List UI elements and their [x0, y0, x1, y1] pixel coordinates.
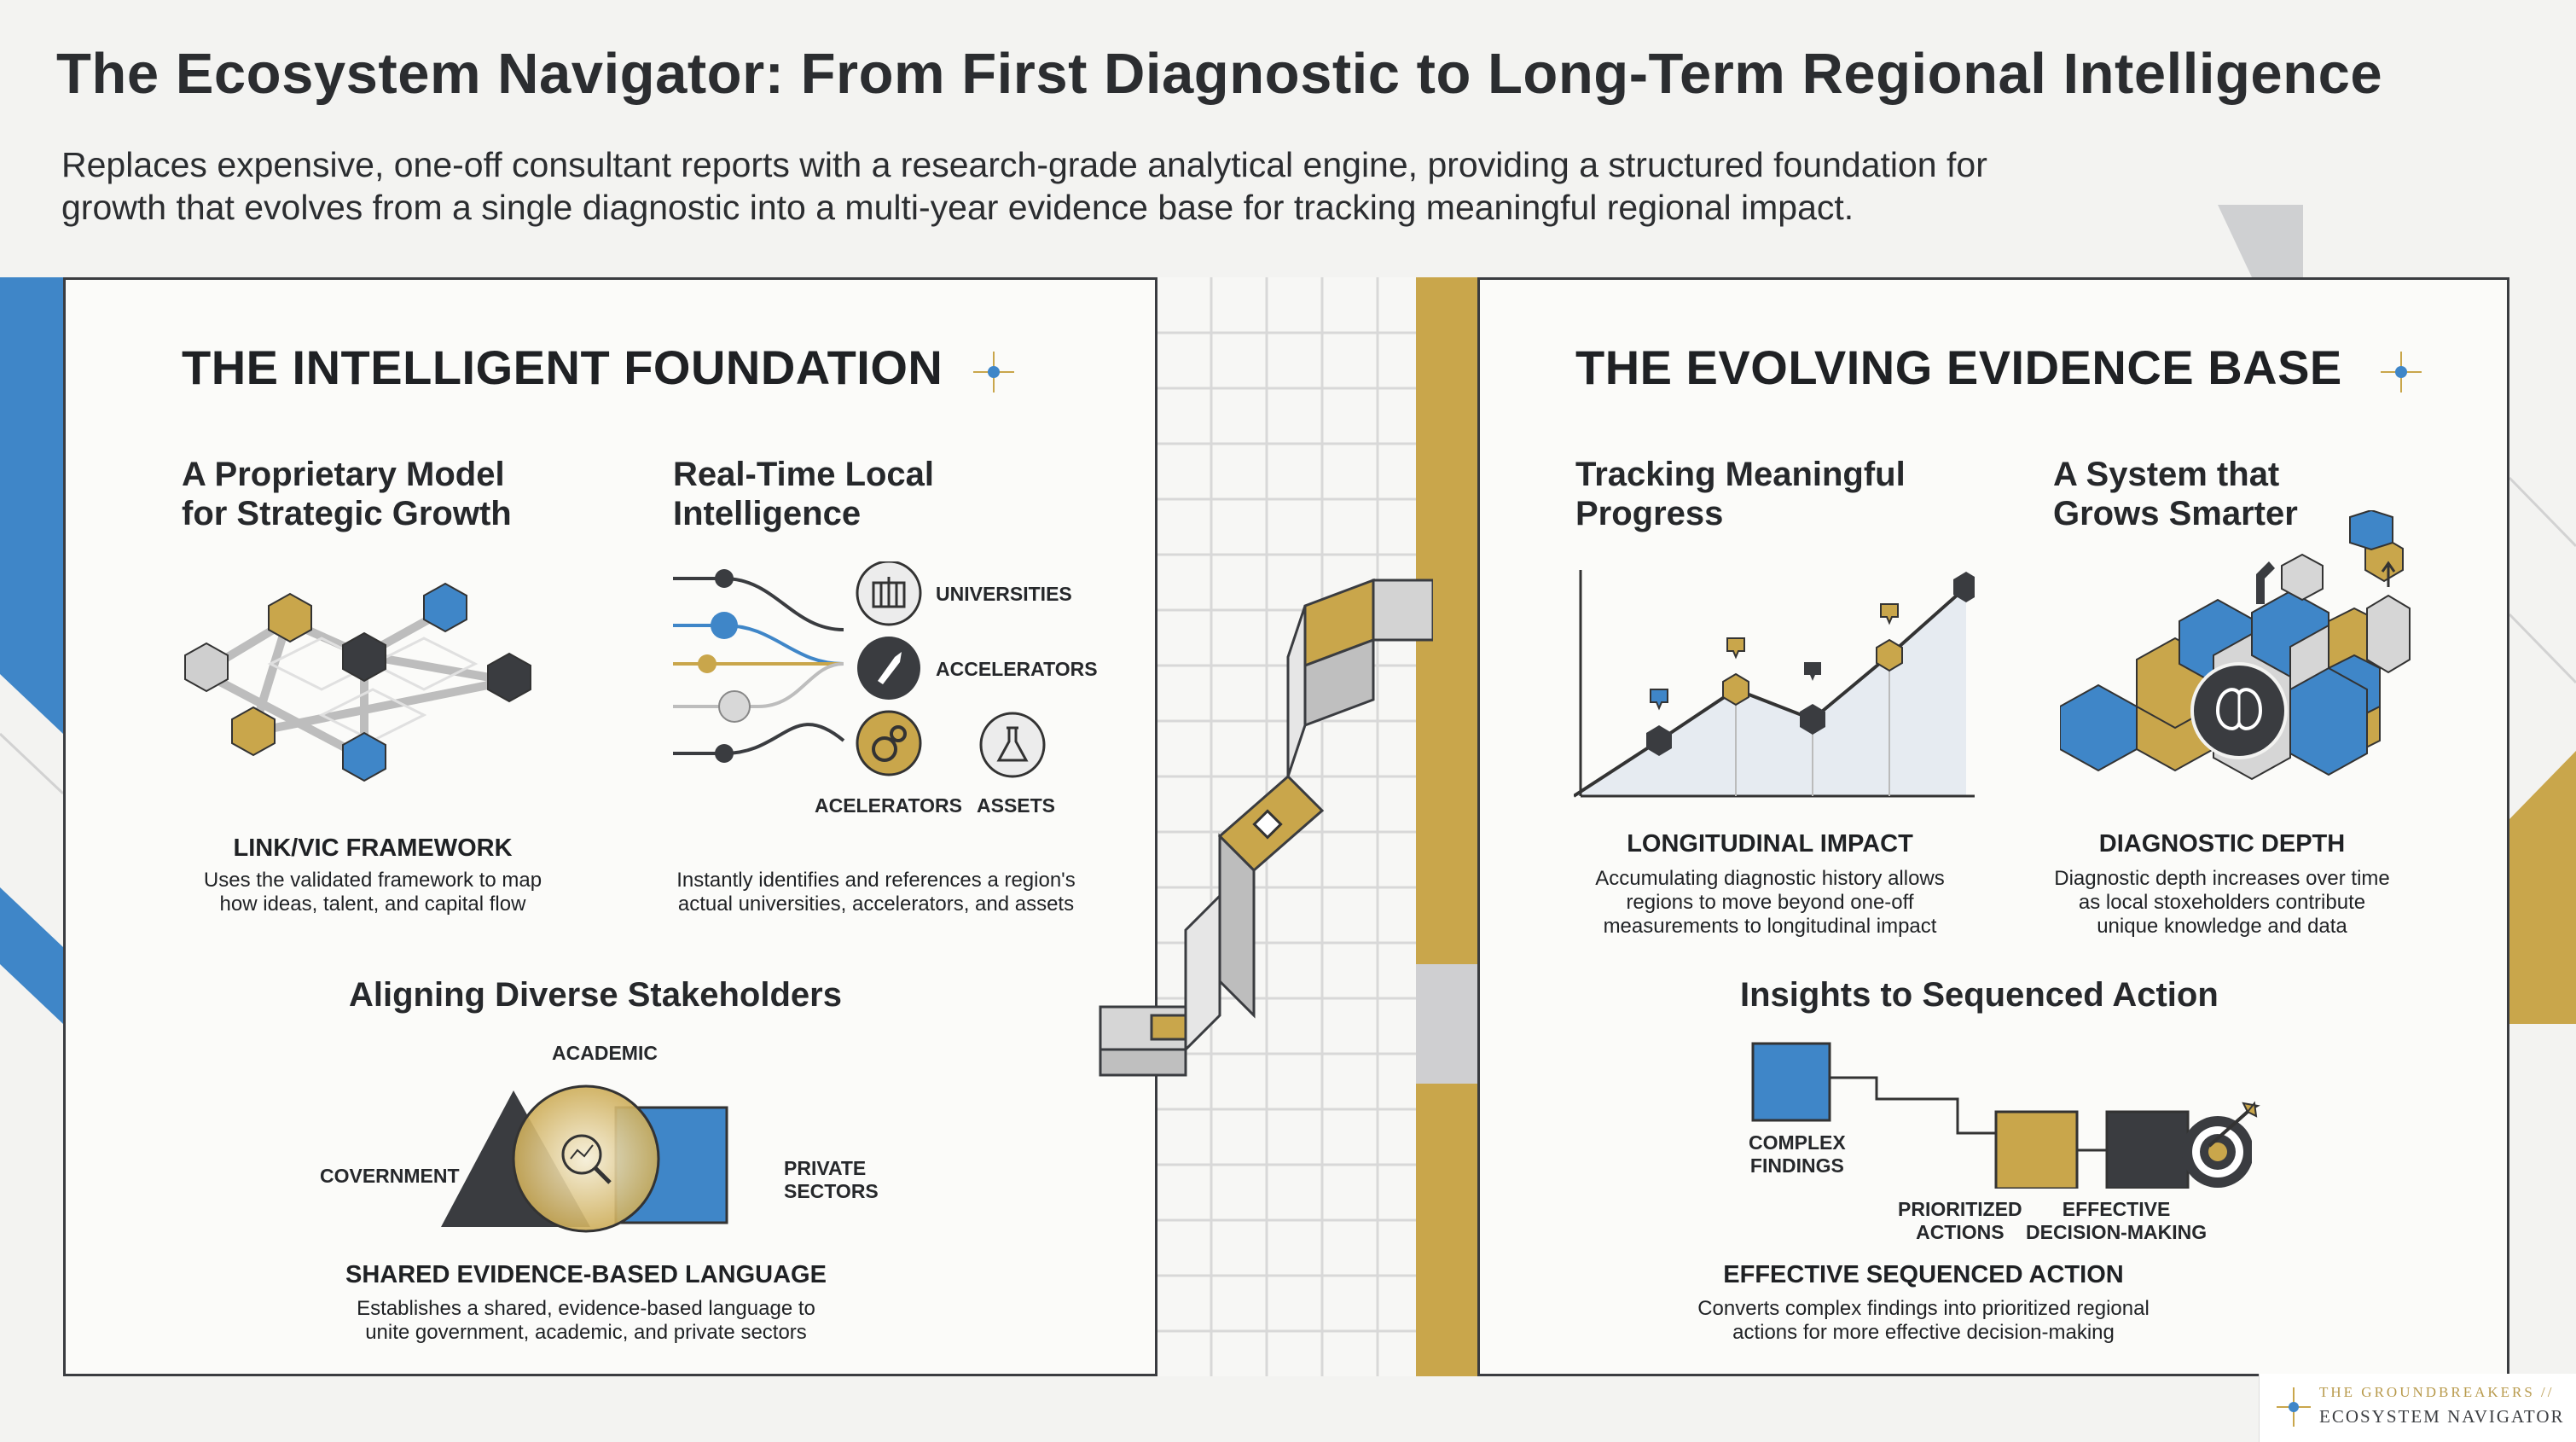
data-flow-illustration [673, 569, 845, 763]
page-subtitle: Replaces expensive, one-off consultant r… [61, 143, 2109, 229]
diagnostic-depth-description: Diagnostic depth increases over time as … [2054, 867, 2390, 938]
panel-title-left: THE INTELLIGENT FOUNDATION [182, 340, 943, 394]
brand-line-1: THE GROUNDBREAKERS // [2319, 1384, 2555, 1400]
target-arrow-icon [2208, 1101, 2260, 1148]
longitudinal-impact-description: Accumulating diagnostic history allows r… [1595, 867, 1945, 938]
label-prioritized-actions: PRIORITIZED ACTIONS [1898, 1198, 2022, 1243]
stakeholders-heading: Aligning Diverse Stakeholders [349, 976, 842, 1014]
intelligent-foundation-panel: THE INTELLIGENT FOUNDATION A Proprietary… [63, 277, 1157, 1376]
sparkle-icon [973, 352, 1014, 392]
tracking-progress-heading: Tracking Meaningful Progress [1575, 456, 1906, 532]
label-complex-findings: COMPLEX FINDINGS [1749, 1131, 1846, 1177]
knowledge-blocks-illustration [2060, 510, 2411, 781]
label-universities: UNIVERSITIES [936, 583, 1072, 605]
label-accelerators: ACCELERATORS [936, 658, 1098, 680]
shared-language-description: Establishes a shared, evidence-based lan… [357, 1297, 815, 1344]
flask-icon [979, 712, 1046, 778]
diagnostic-depth-caption: DIAGNOSTIC DEPTH [2098, 830, 2346, 858]
evolving-evidence-panel: THE EVOLVING EVIDENCE BASE Tracking Mean… [1477, 277, 2509, 1376]
grows-smarter-heading: A System that Grows Smarter [2053, 456, 2298, 532]
proprietary-model-heading: A Proprietary Model for Strategic Growth [182, 456, 512, 532]
label-private-sectors: PRIVATE SECTORS [784, 1157, 879, 1202]
subtitle-line-2: growth that evolves from a single diagno… [61, 188, 1854, 227]
link-vic-network-illustration [184, 582, 531, 782]
sequenced-action-caption: EFFECTIVE SEQUENCED ACTION [1723, 1261, 2124, 1288]
link-vic-description: Uses the validated framework to map how … [203, 869, 542, 916]
real-time-description: Instantly identifies and references a re… [676, 869, 1076, 916]
sequenced-action-description: Converts complex findings into prioritiz… [1697, 1297, 2150, 1344]
label-assets: ASSETS [977, 794, 1056, 817]
header: The Ecosystem Navigator: From First Diag… [56, 41, 2530, 107]
brand-line-2: ECOSYSTEM NAVIGATOR [2319, 1406, 2565, 1427]
sparkle-icon [2381, 352, 2422, 392]
longitudinal-impact-caption: LONGITUDINAL IMPACT [1627, 830, 1913, 858]
brand-logo: THE GROUNDBREAKERS // ECOSYSTEM NAVIGATO… [2259, 1374, 2576, 1442]
compass-logo-icon [2277, 1387, 2311, 1427]
subtitle-line-1: Replaces expensive, one-off consultant r… [61, 145, 1987, 184]
shared-language-caption: SHARED EVIDENCE-BASED LANGUAGE [345, 1261, 827, 1288]
action-sequence-flow-illustration [1751, 1042, 2252, 1189]
connecting-path-illustration [1099, 578, 1433, 1077]
label-academic: ACADEMIC [552, 1042, 658, 1064]
label-government: COVERNMENT [320, 1165, 460, 1187]
panel-title-right: THE EVOLVING EVIDENCE BASE [1575, 340, 2342, 394]
stakeholders-venn-illustration [441, 1084, 728, 1233]
label-effective-decision-making: EFFECTIVE DECISION-MAKING [2026, 1198, 2208, 1243]
longitudinal-impact-chart-illustration [1574, 570, 1975, 798]
label-acelerators: ACELERATORS [815, 794, 962, 817]
institution-nodes-illustration [856, 561, 922, 776]
real-time-intelligence-heading: Real-Time Local Intelligence [673, 456, 935, 532]
page-title: The Ecosystem Navigator: From First Diag… [56, 42, 2383, 106]
link-vic-caption: LINK/VIC FRAMEWORK [233, 834, 513, 862]
sequenced-action-heading: Insights to Sequenced Action [1740, 976, 2219, 1014]
